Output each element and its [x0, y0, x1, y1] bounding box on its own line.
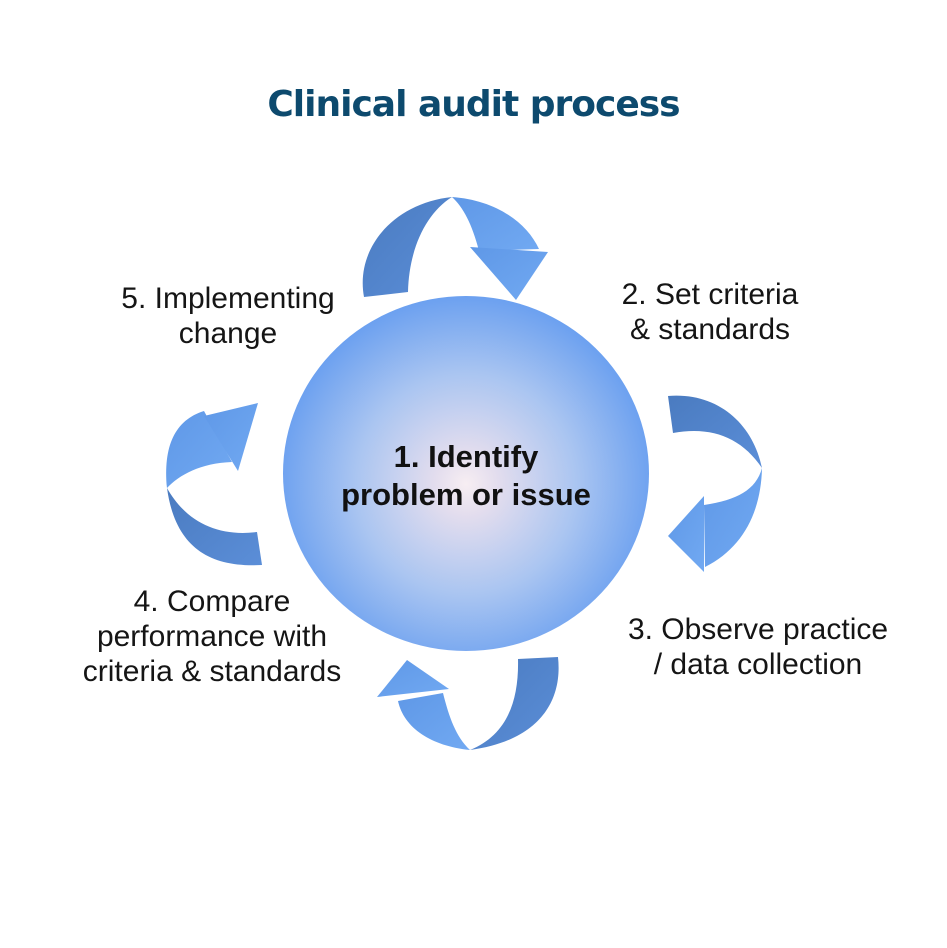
step-4-label: 4. Compare performance with criteria & s…	[57, 584, 367, 689]
step-2-line2: & standards	[629, 313, 791, 346]
step-2-label: 2. Set criteria & standards	[562, 277, 858, 347]
step-1-label: 1. Identify problem or issue	[341, 438, 591, 514]
step-3-line2: / data collection	[653, 648, 863, 681]
cycle-arrow-top-icon	[362, 197, 548, 300]
cycle-arrow-bottom-icon	[377, 657, 559, 750]
step-3-label: 3. Observe practice / data collection	[580, 612, 936, 682]
step-1-circle: 1. Identify problem or issue	[283, 296, 649, 651]
step-4-line2: performance with	[96, 620, 328, 653]
page-title: Clinical audit process	[267, 84, 680, 125]
step-4-line1: 4. Compare	[133, 585, 291, 618]
cycle-arrow-left-icon	[166, 403, 262, 566]
step-5-label: 5. Implementing change	[73, 281, 383, 351]
step-2-line1: 2. Set criteria	[621, 278, 799, 311]
step-1-line1: 1. Identify	[393, 438, 539, 474]
step-4-line3: criteria & standards	[82, 655, 342, 688]
step-1-line2: problem or issue	[341, 476, 591, 512]
step-5-line1: 5. Implementing	[121, 282, 335, 315]
step-3-line1: 3. Observe practice	[627, 613, 889, 646]
step-5-line2: change	[178, 317, 278, 350]
cycle-arrow-right-icon	[668, 395, 762, 572]
